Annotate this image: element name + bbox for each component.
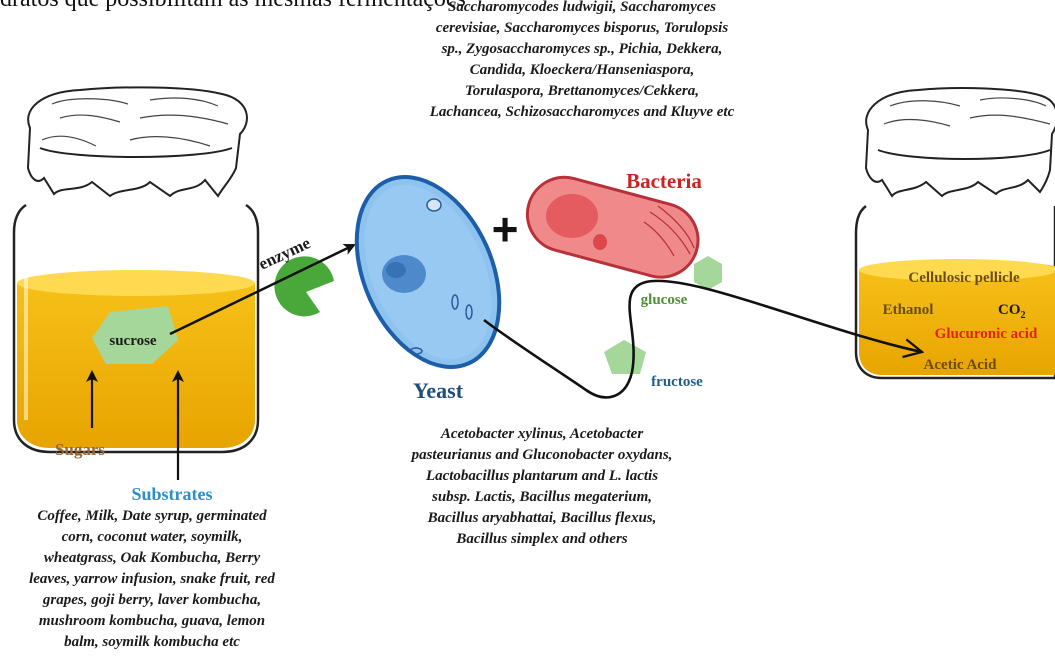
sucrose-label: sucrose — [109, 333, 157, 349]
fructose-pentagon — [604, 340, 646, 374]
cellulosic-pellicle-label: Cellulosic pellicle — [908, 270, 1020, 286]
glucose-label: glucose — [641, 292, 688, 308]
substrate-line: corn, coconut water, soymilk, — [2, 527, 302, 548]
substrate-line: leaves, yarrow infusion, snake fruit, re… — [2, 569, 302, 590]
ethanol-label: Ethanol — [883, 302, 934, 318]
substrate-line: balm, soymilk kombucha etc — [2, 632, 302, 653]
yeast-label: Yeast — [413, 378, 464, 403]
left-jar: sucrose — [14, 87, 258, 452]
yeast-species-line: Torulaspora, Brettanomyces/Cekkera, — [372, 81, 792, 102]
fructose-label: fructose — [651, 374, 703, 390]
yeast-species-line: sp., Zygosaccharomyces sp., Pichia, Dekk… — [372, 39, 792, 60]
bacteria-species-line: subsp. Lactis, Bacillus megaterium, — [372, 487, 712, 508]
substrate-line: wheatgrass, Oak Kombucha, Berry — [2, 548, 302, 569]
substrate-line: grapes, goji berry, laver kombucha, — [2, 590, 302, 611]
left-jar-cloth-cover — [28, 87, 247, 196]
yeast-species-line: cerevisiae, Saccharomyces bisporus, Toru… — [372, 18, 792, 39]
bacteria-label: Bacteria — [626, 169, 702, 193]
substrate-line: Coffee, Milk, Date syrup, germinated — [2, 506, 302, 527]
plus-sign: + — [492, 203, 519, 255]
yeast-cell — [329, 155, 527, 390]
bacteria-species-line: pasteurianus and Gluconobacter oxydans, — [372, 445, 712, 466]
bacteria-species-line: Acetobacter xylinus, Acetobacter — [372, 424, 712, 445]
bacteria-species-line: Bacillus aryabhattai, Bacillus flexus, — [372, 508, 712, 529]
yeast-vacuole — [427, 199, 441, 211]
yeast-species-line: Saccharomycodes ludwigii, Saccharomyces — [372, 0, 792, 18]
bacteria-nucleoid — [546, 194, 598, 238]
bacteria-species-line: Bacillus simplex and others — [372, 529, 712, 550]
glucuronic-acid-label: Glucuronic acid — [935, 326, 1038, 342]
acetic-acid-label: Acetic Acid — [924, 357, 998, 373]
substrate-line: mushroom kombucha, guava, lemon — [2, 611, 302, 632]
sugars-label: Sugars — [55, 440, 105, 459]
substrates-label: Substrates — [131, 484, 212, 504]
bacteria-species-line: Lactobacillus plantarum and L. lactis — [372, 466, 712, 487]
yeast-species-line: Lachancea, Schizosaccharomyces and Kluyv… — [372, 102, 792, 123]
glucose-hexagon — [694, 256, 722, 290]
yeast-species-line: Candida, Kloeckera/Hanseniaspora, — [372, 60, 792, 81]
enzyme-pacman-icon — [274, 256, 334, 316]
